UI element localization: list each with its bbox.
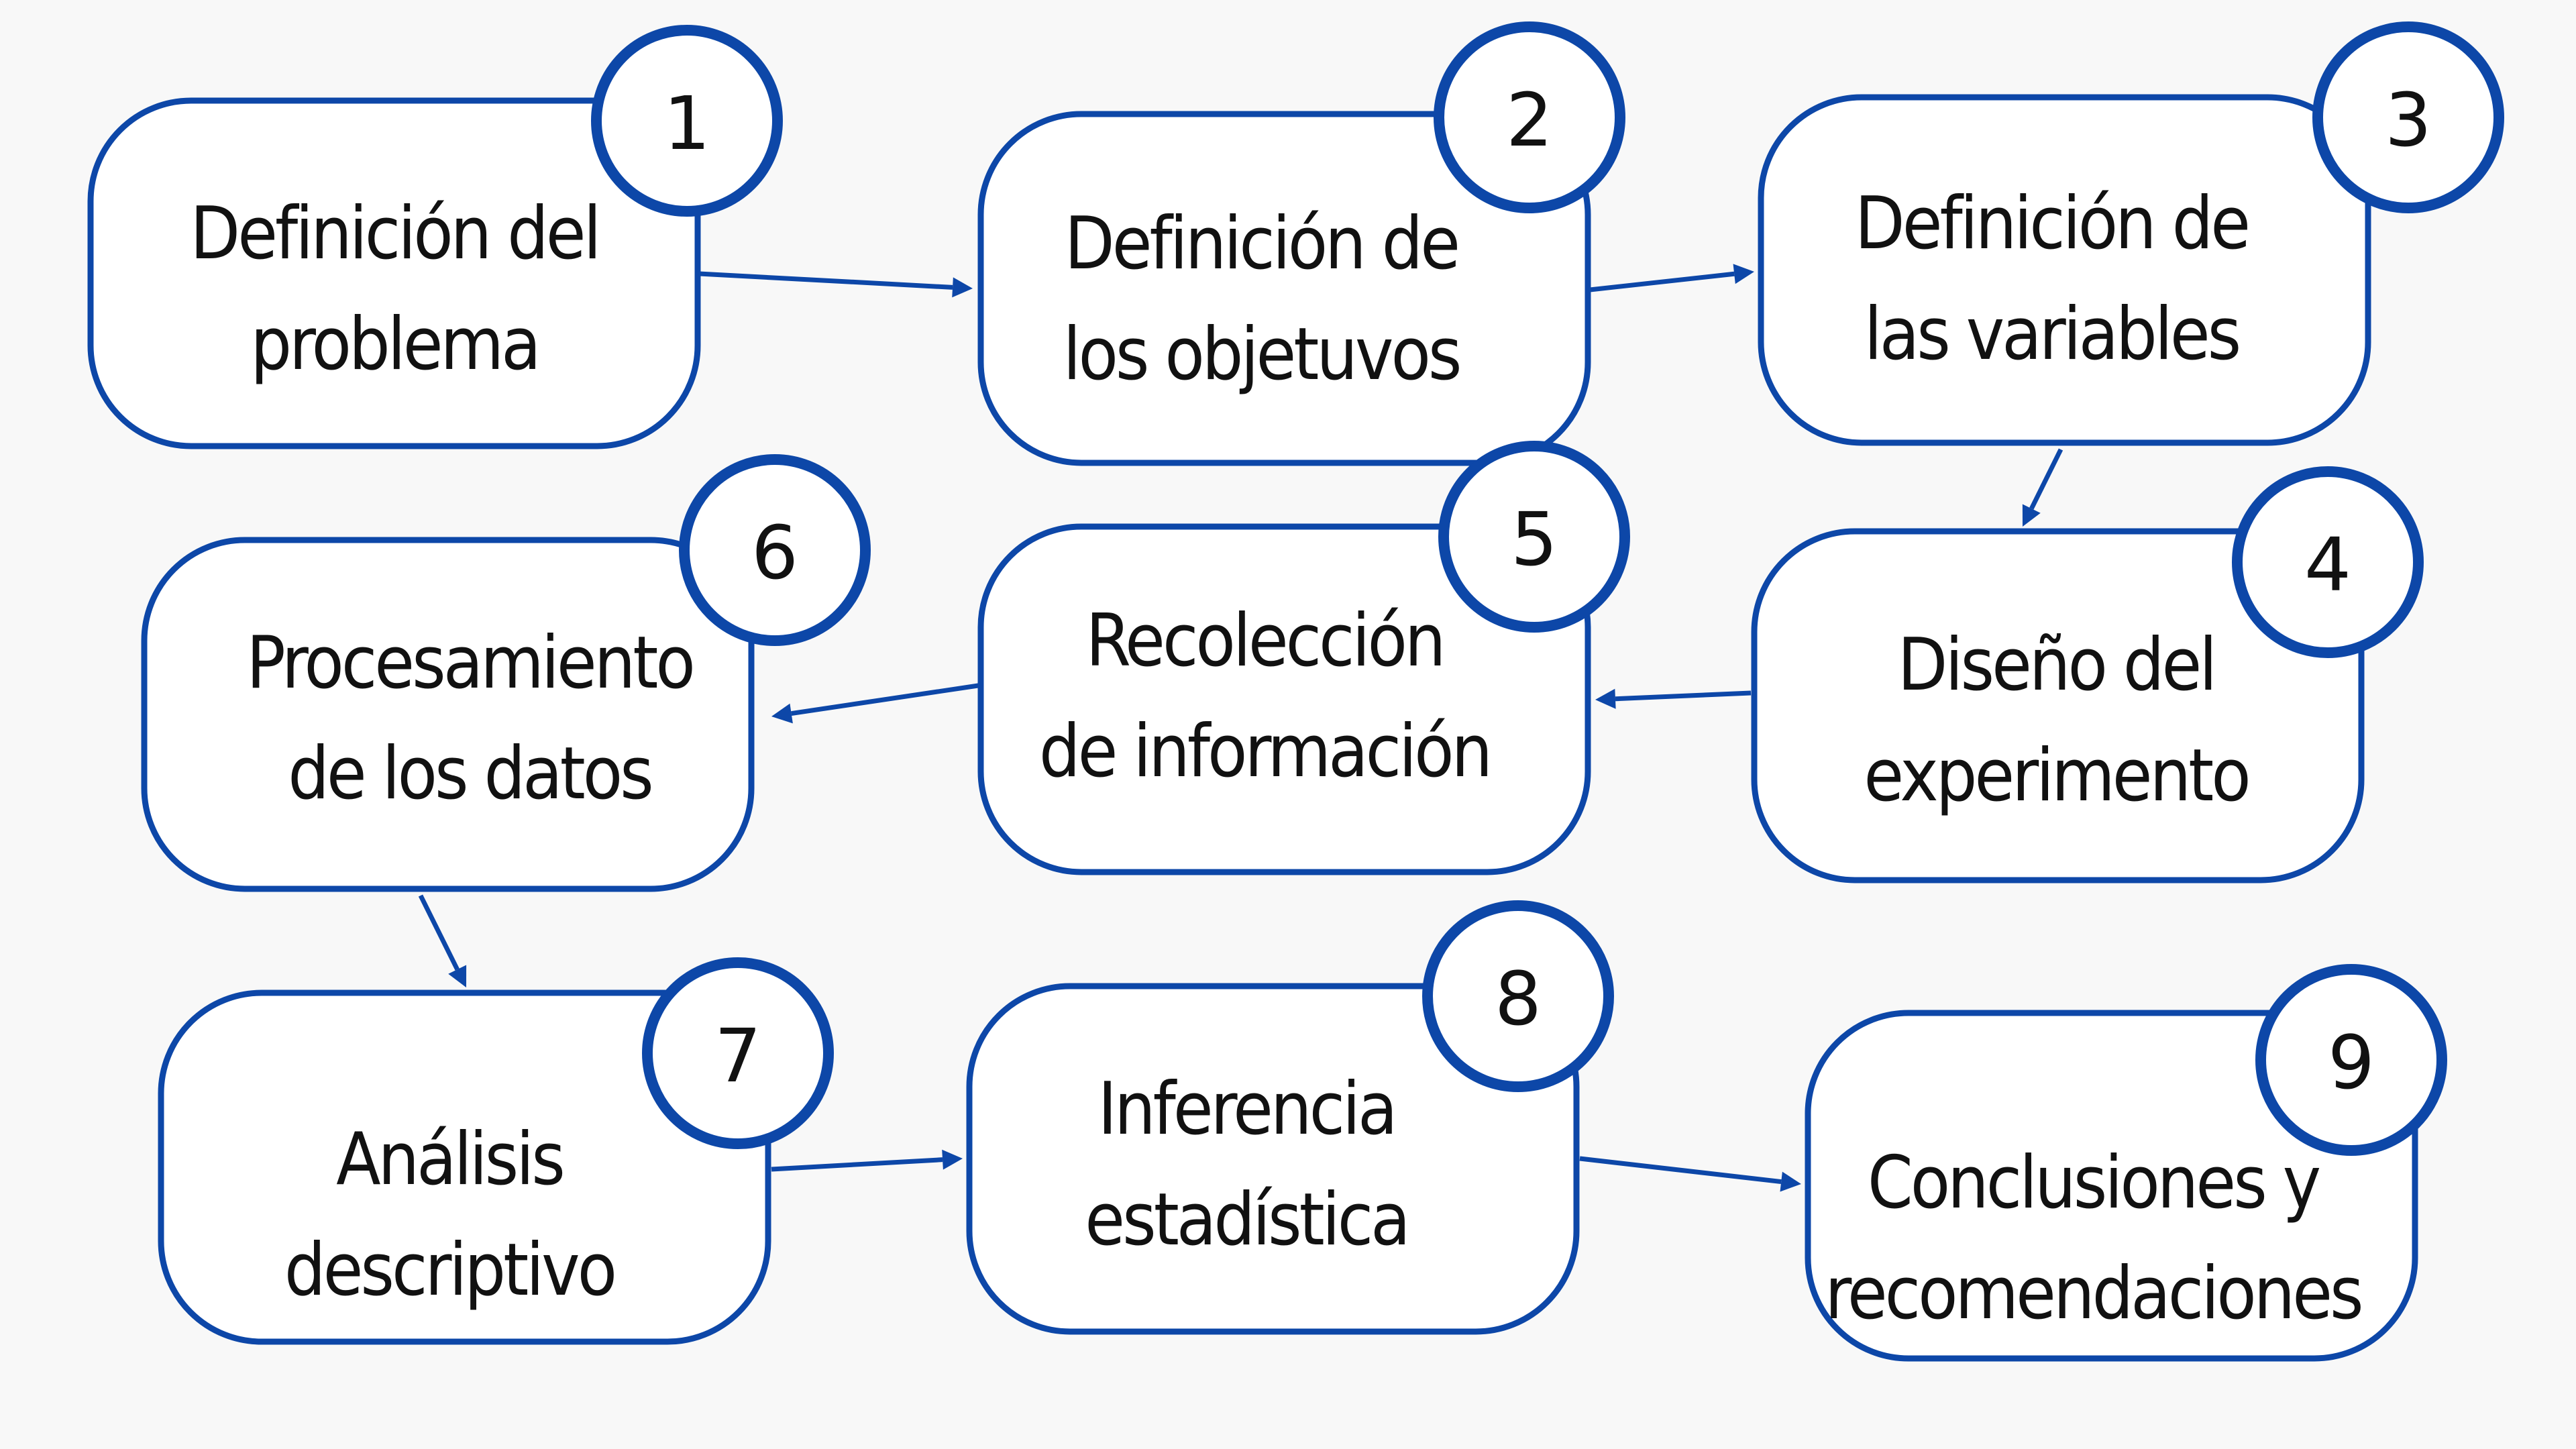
step-box — [158, 989, 771, 1345]
step-box — [87, 97, 701, 449]
step-label-line: Definición del — [190, 192, 598, 276]
step-label-line: Recolección — [1086, 599, 1444, 683]
step-label-line: Definición de — [1065, 202, 1458, 286]
step-label-line: Conclusiones y — [1868, 1141, 2320, 1225]
step-label-line: problema — [250, 303, 538, 386]
step-5: Recolección de información 5 — [977, 441, 1630, 875]
arrowhead — [448, 965, 467, 987]
step-1: Definición del problema 1 — [87, 25, 783, 449]
step-number-badge — [679, 454, 871, 646]
step-number: 8 — [1495, 956, 1542, 1042]
step-number: 9 — [2328, 1020, 2375, 1106]
step-number-badge — [2255, 964, 2447, 1156]
step-number-badge — [642, 957, 834, 1149]
arrowhead — [952, 277, 973, 298]
step-8: Inferencia estadística 8 — [966, 900, 1614, 1335]
arrow-line — [698, 271, 953, 290]
step-number: 6 — [751, 510, 798, 596]
step-label-line: descriptivo — [284, 1228, 614, 1312]
arrow-line — [1615, 690, 1752, 702]
arrowhead — [771, 703, 793, 724]
arrow-3-4 — [2022, 448, 2063, 527]
arrowhead — [2022, 504, 2041, 527]
step-2: Definición de los objetuvos 2 — [977, 21, 1625, 466]
step-4: Diseño del experimento 4 — [1751, 466, 2424, 883]
arrow-line — [1589, 271, 1735, 292]
flow-arrows — [418, 264, 2063, 1192]
arrow-line — [771, 1157, 943, 1172]
arrow-7-8 — [771, 1149, 963, 1172]
step-9: Conclusiones y recomendaciones 9 — [1805, 964, 2447, 1362]
step-box — [977, 111, 1591, 466]
step-number-badge — [2232, 466, 2424, 658]
step-box — [966, 983, 1580, 1335]
step-number-badge — [591, 25, 783, 217]
arrowhead — [1780, 1171, 1801, 1192]
step-label-line: Definición de — [1855, 182, 2248, 266]
arrow-line — [1579, 1156, 1782, 1185]
step-label-line: las variables — [1864, 292, 2239, 376]
step-label-line: recomendaciones — [1825, 1252, 2361, 1336]
step-number: 5 — [1511, 496, 1558, 582]
step-box — [1805, 1010, 2418, 1362]
arrow-5-6 — [771, 683, 979, 724]
step-box — [141, 537, 755, 892]
step-label-line: estadística — [1085, 1178, 1407, 1262]
arrowhead — [942, 1149, 963, 1170]
arrowhead — [1595, 688, 1616, 709]
arrow-2-3 — [1589, 264, 1754, 292]
arrow-line — [418, 894, 460, 971]
step-label-line: experimento — [1864, 734, 2248, 818]
step-7: Análisis descriptivo 7 — [158, 957, 834, 1345]
step-number: 4 — [2304, 522, 2351, 608]
step-number-badge — [1434, 21, 1625, 213]
step-number: 1 — [663, 80, 710, 166]
step-number: 2 — [1506, 77, 1553, 163]
step-number: 7 — [714, 1013, 761, 1099]
step-label-line: los objetuvos — [1063, 313, 1459, 396]
step-box — [1751, 528, 2365, 883]
step-number: 3 — [2385, 77, 2432, 163]
step-label-line: Inferencia — [1097, 1067, 1395, 1151]
step-label-line: de información — [1039, 710, 1490, 794]
step-box — [1758, 94, 2371, 446]
step-number-badge — [1438, 441, 1630, 633]
step-label-line: de los datos — [288, 732, 651, 816]
arrow-line — [791, 683, 979, 716]
step-6: Procesamiento de los datos 6 — [141, 454, 871, 892]
arrow-8-9 — [1579, 1156, 1801, 1192]
step-label-line: Diseño del — [1898, 623, 2215, 707]
step-number-badge — [2312, 21, 2504, 213]
step-label-line: Análisis — [336, 1118, 563, 1201]
step-box — [977, 523, 1591, 875]
step-label-line: Procesamiento — [246, 621, 693, 705]
arrow-1-2 — [698, 271, 973, 298]
arrowhead — [1733, 264, 1754, 284]
step-number-badge — [1422, 900, 1614, 1092]
arrow-6-7 — [418, 894, 467, 987]
step-3: Definición de las variables 3 — [1758, 21, 2504, 446]
arrow-line — [2029, 448, 2063, 510]
arrow-4-5 — [1595, 688, 1752, 709]
